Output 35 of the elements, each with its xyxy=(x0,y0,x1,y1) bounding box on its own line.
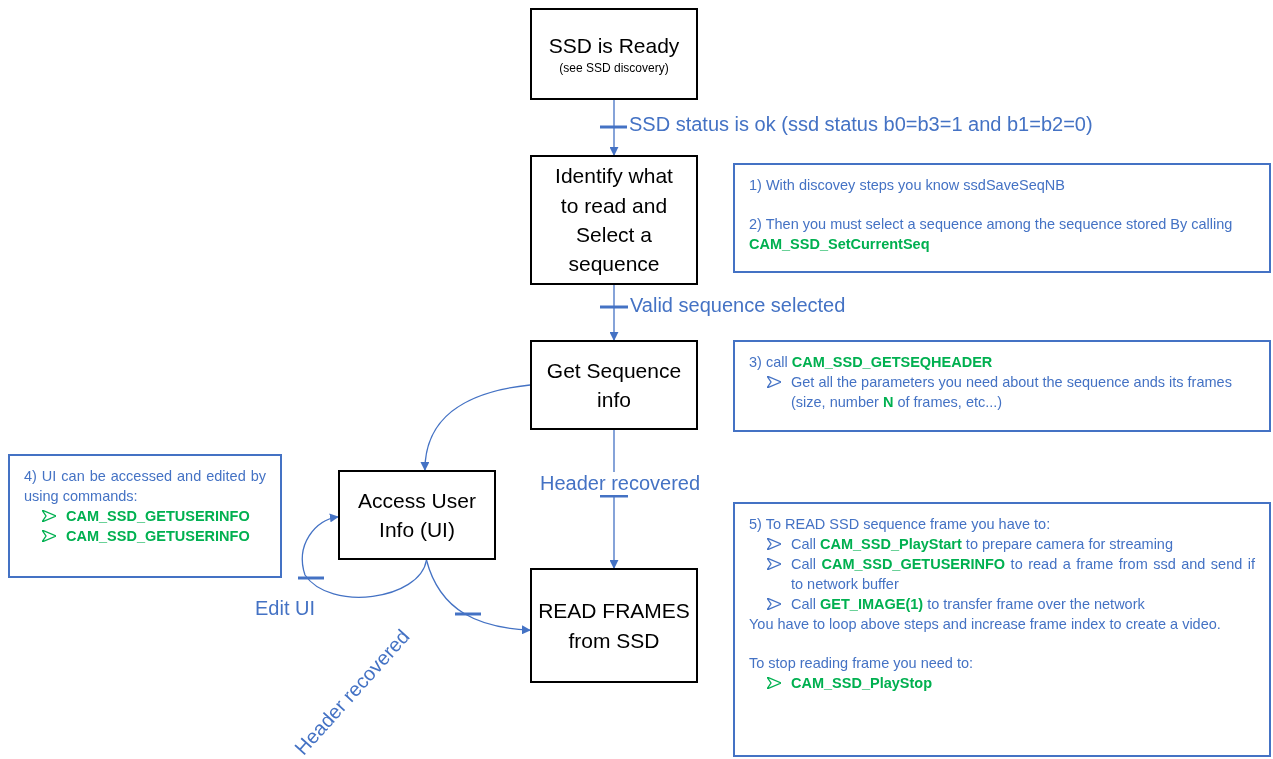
note-text: 3) call CAM_SSD_GETSEQHEADER xyxy=(749,353,994,372)
note-text: (see SSD discovery) xyxy=(559,60,669,78)
arrow xyxy=(425,559,531,635)
note-box xyxy=(733,163,1271,273)
arrow xyxy=(609,99,619,156)
note-text: 4) UI can be accessed and edited by using commands: xyxy=(24,467,266,506)
arrow xyxy=(301,514,428,598)
note-text: CAM_SSD_GETUSERINFO xyxy=(66,527,250,546)
process-box xyxy=(530,568,698,683)
note-text: CAM_SSD_GETUSERINFO xyxy=(66,507,250,526)
note-text: 1) With discovey steps you know ssdSaveSeqNB xyxy=(749,176,1066,195)
note-text: You have to loop above steps and increase frame index to create a video. xyxy=(749,615,1222,634)
arrow xyxy=(420,384,531,471)
arrow xyxy=(609,284,619,341)
note-text: Call CAM_SSD_PlayStart to prepare camera for streaming xyxy=(791,535,1173,554)
note-text: Get all the parameters you need about the sequence ands its frames (size, number N of frames, etc...) xyxy=(791,373,1233,412)
edge-label: Valid sequence selected xyxy=(628,294,848,317)
note-box xyxy=(733,340,1271,432)
edge-label: SSD status is ok (ssd status b0=b3=1 and b1=b2=0) xyxy=(627,113,1095,136)
step-text: Get Sequence info xyxy=(545,357,683,413)
process-box xyxy=(338,470,496,560)
process-box xyxy=(530,340,698,430)
note-text: 2) Then you must select a sequence among the sequence stored By calling CAM_SSD_SetCurrentSeq xyxy=(749,215,1234,254)
note-text: CAM_SSD_PlayStop xyxy=(791,674,932,693)
step-text: Identify what to read and Select a sequence xyxy=(554,163,674,278)
note-text: To stop reading frame you need to: xyxy=(749,654,975,673)
note-box xyxy=(733,502,1271,757)
note-text: Call GET_IMAGE(1) to transfer frame over the network xyxy=(791,595,1145,614)
note-box xyxy=(8,454,282,578)
process-box xyxy=(530,8,698,100)
process-box xyxy=(530,155,698,285)
step-text: READ FRAMES from SSD xyxy=(537,598,691,654)
step-text: Access User Info (UI) xyxy=(357,487,477,543)
step-text: SSD is Ready xyxy=(548,32,680,59)
note-text: 5) To READ SSD sequence frame you have to: xyxy=(749,515,1052,534)
